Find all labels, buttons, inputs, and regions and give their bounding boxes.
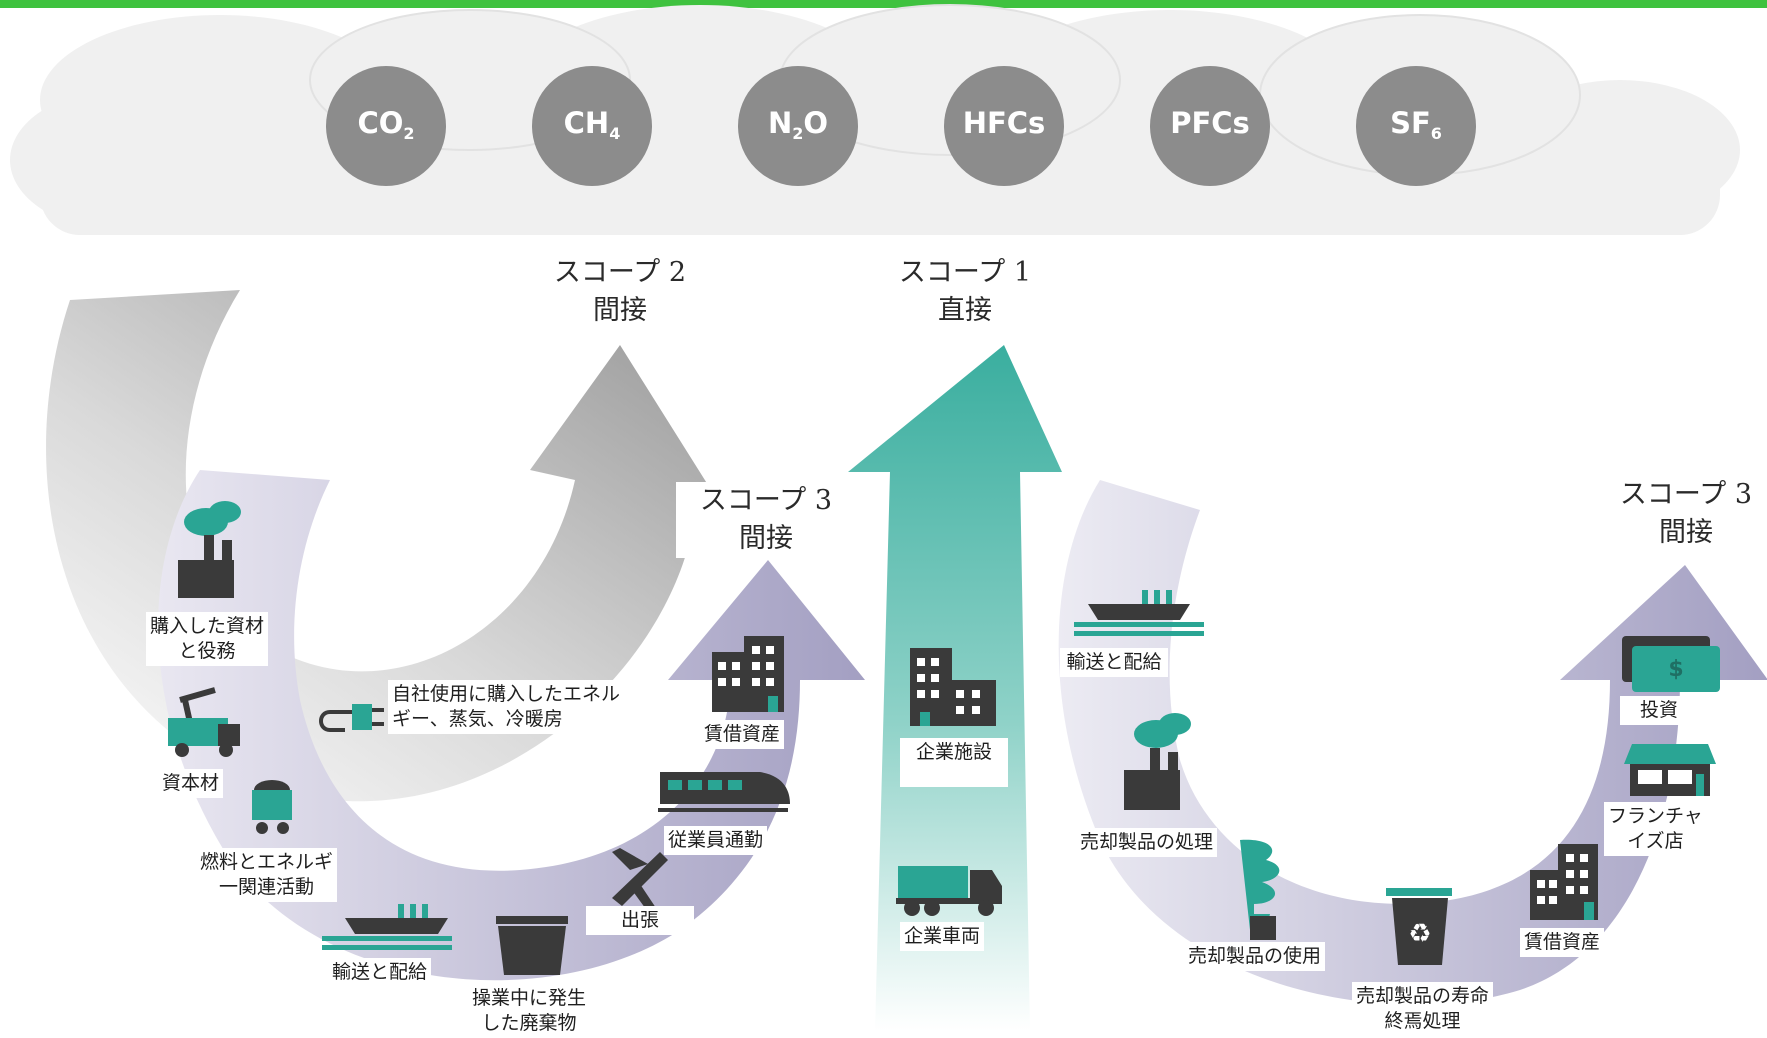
ship-icon-downstream [1074, 590, 1204, 636]
label-product-use: 売却製品の使用 [1184, 942, 1326, 971]
dollar-icon: $ [1668, 657, 1683, 682]
gas-circle-pfcs [1150, 66, 1270, 186]
label-leased-assets-downstream: 賃借資産 [1520, 928, 1605, 957]
gas-circle-co2 [326, 66, 446, 186]
gas-circle-hfcs [944, 66, 1064, 186]
scope3-downstream-title: スコープ 3 [1619, 479, 1753, 510]
scope2-title: スコープ 2 [553, 257, 687, 288]
gas-label-hfcs: HFCs [962, 106, 1046, 140]
cash-icon: $ [1622, 636, 1720, 692]
top-bar [0, 0, 1767, 8]
label-transport-upstream: 輸送と配給 [328, 958, 432, 987]
leased-building-icon-downstream [1530, 844, 1598, 920]
label-company-facilities: 企業施設 [900, 738, 1008, 787]
lightbulb-icon [1240, 839, 1280, 940]
scope3-upstream-type: 間接 [739, 523, 793, 554]
gas-circle-sf6 [1356, 66, 1476, 186]
truck-icon [896, 866, 1002, 916]
svg-text:♻: ♻ [1408, 919, 1431, 949]
label-business-travel: 出張 [586, 906, 694, 935]
ship-icon [322, 904, 452, 950]
leased-building-icon [712, 636, 784, 712]
gas-label-pfcs: PFCs [1170, 106, 1250, 140]
gas-label-n2o: N2O [767, 106, 829, 143]
gas-circles [326, 66, 1476, 186]
gas-circle-ch4 [532, 66, 652, 186]
train-icon [658, 772, 790, 812]
gas-label-ch4: CH4 [563, 106, 621, 143]
label-leased-assets-upstream: 賃借資産 [700, 720, 785, 749]
label-investments: 投資 [1620, 696, 1698, 725]
dumpster-icon [496, 916, 568, 975]
scope3-upstream-heading: スコープ 3 間接 [676, 482, 856, 558]
label-company-vehicles: 企業車両 [900, 922, 985, 951]
label-commuting: 従業員通勤 [664, 826, 768, 855]
scope3-upstream-title: スコープ 3 [699, 485, 833, 516]
label-franchises: フランチャ イズ店 [1604, 802, 1707, 856]
label-end-of-life: 売却製品の寿命 終焉処理 [1352, 982, 1494, 1036]
scope1-heading: スコープ 1 直接 [885, 254, 1045, 330]
scope3-downstream-type: 間接 [1659, 517, 1713, 548]
label-purchased-energy: 自社使用に購入したエネル ギー、蒸気、冷暖房 [388, 680, 625, 734]
plug-icon [319, 704, 384, 732]
scope3-downstream-heading: スコープ 3 間接 [1606, 476, 1766, 552]
factory-icon [178, 501, 241, 598]
cloud-band [10, 5, 1740, 235]
gas-label-co2: CO2 [357, 106, 415, 143]
label-processing: 売却製品の処理 [1076, 828, 1218, 857]
scope2-heading: スコープ 2 間接 [540, 254, 700, 330]
airplane-icon [612, 848, 668, 912]
store-icon [1624, 744, 1716, 796]
crane-truck-icon [168, 687, 240, 757]
label-purchased-goods: 購入した資材 と役務 [146, 612, 269, 666]
factory-icon-downstream [1124, 713, 1191, 810]
facility-building-icon [910, 648, 996, 726]
gas-label-sf6: SF6 [1390, 106, 1442, 143]
gas-circle-n2o [738, 66, 858, 186]
scope1-type: 直接 [938, 295, 992, 326]
label-waste: 操業中に発生 した廃棄物 [468, 984, 591, 1038]
label-fuel-energy: 燃料とエネルギ 一関連活動 [196, 848, 338, 902]
scope2-type: 間接 [593, 295, 647, 326]
recycle-bin-icon: ♻ [1386, 888, 1452, 965]
fuel-cart-icon [252, 780, 292, 834]
label-capital-goods: 資本材 [158, 769, 224, 798]
label-transport-downstream: 輸送と配給 [1060, 648, 1168, 677]
scope1-title: スコープ 1 [898, 257, 1032, 288]
